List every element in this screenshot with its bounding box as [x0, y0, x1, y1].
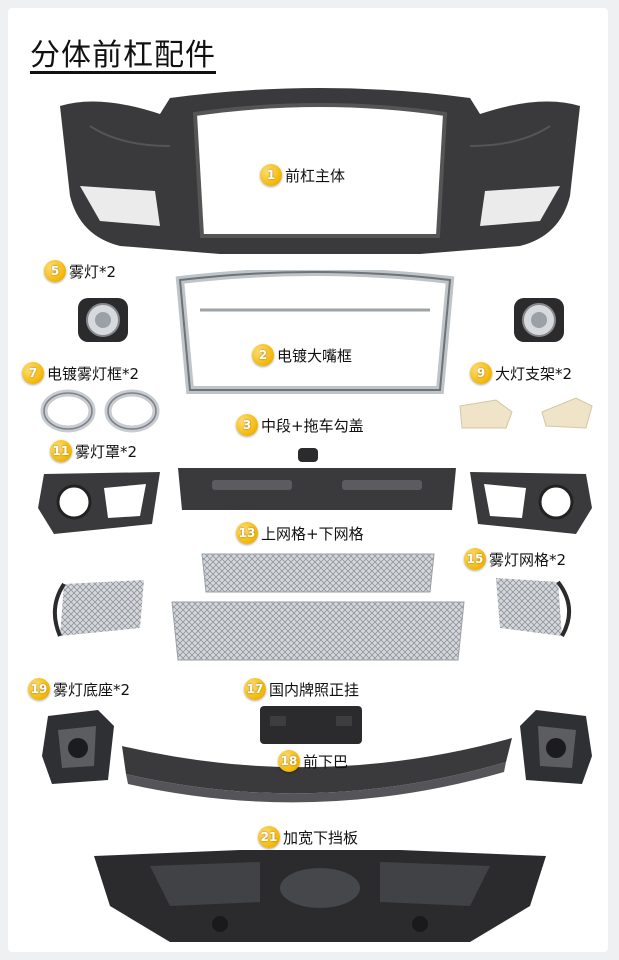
number-badge: 19 — [28, 678, 50, 700]
label-front-lip: 18 前下巴 — [278, 750, 348, 772]
number-badge: 7 — [22, 362, 44, 384]
label-text: 国内牌照正挂 — [269, 680, 360, 699]
label-text: 雾灯底座*2 — [53, 680, 131, 699]
number-badge: 5 — [44, 260, 66, 282]
label-text: 加宽下挡板 — [283, 828, 359, 847]
chrome-grille-frame-image — [170, 270, 460, 400]
label-text: 前下巴 — [303, 752, 349, 771]
label-license-mount: 17 国内牌照正挂 — [244, 678, 359, 700]
number-badge: 3 — [236, 414, 258, 436]
label-text: 电镀大嘴框 — [277, 346, 353, 365]
number-badge: 17 — [244, 678, 266, 700]
number-badge: 2 — [252, 344, 274, 366]
label-fog-base: 19 雾灯底座*2 — [28, 678, 130, 700]
label-chrome-fog-frame: 7 电镀雾灯框*2 — [22, 362, 139, 384]
label-text: 雾灯*2 — [69, 262, 117, 281]
chrome-fog-frames-image — [38, 388, 162, 434]
headlight-bracket-image — [456, 392, 596, 432]
fog-mesh-left-image — [44, 578, 150, 640]
label-text: 电镀雾灯框*2 — [47, 364, 140, 383]
label-fog-mesh: 15 雾灯网格*2 — [464, 548, 566, 570]
fog-cover-left-image — [34, 468, 168, 540]
number-badge: 9 — [470, 362, 492, 384]
label-text: 雾灯网格*2 — [489, 550, 567, 569]
number-badge: 18 — [278, 750, 300, 772]
middle-tow-cover-image — [172, 448, 462, 518]
label-fog-light: 5 雾灯*2 — [44, 260, 116, 282]
fog-base-right-image — [512, 706, 596, 788]
label-text: 前杠主体 — [285, 166, 346, 185]
number-badge: 11 — [50, 440, 72, 462]
label-fog-cover: 11 雾灯罩*2 — [50, 440, 137, 462]
label-headlight-bracket: 9 大灯支架*2 — [470, 362, 572, 384]
label-text: 中段+拖车勾盖 — [261, 416, 364, 435]
fog-light-right-image — [506, 292, 572, 348]
number-badge: 13 — [236, 522, 258, 544]
number-badge: 1 — [260, 164, 282, 186]
fog-light-left-image — [70, 292, 136, 348]
number-badge: 15 — [464, 548, 486, 570]
number-badge: 21 — [258, 826, 280, 848]
license-mount-image — [256, 702, 366, 748]
fog-cover-right-image — [462, 468, 596, 540]
front-lip-image — [116, 732, 516, 820]
label-text: 大灯支架*2 — [495, 364, 573, 383]
label-skid-plate: 21 加宽下挡板 — [258, 826, 358, 848]
label-bumper: 1 前杠主体 — [260, 164, 345, 186]
label-middle-tow-cover: 3 中段+拖车勾盖 — [236, 414, 364, 436]
product-sheet: 分体前杠配件 1 前杠主体 5 雾灯*2 — [8, 8, 608, 952]
label-text: 雾灯罩*2 — [75, 442, 138, 461]
label-text: 上网格+下网格 — [261, 524, 364, 543]
mesh-grille-image — [168, 550, 468, 666]
label-mesh-grille: 13 上网格+下网格 — [236, 522, 364, 544]
bumper-image — [60, 86, 580, 261]
label-chrome-grille-frame: 2 电镀大嘴框 — [252, 344, 352, 366]
fog-base-left-image — [38, 706, 122, 788]
skid-plate-image — [90, 846, 550, 946]
page-title: 分体前杠配件 — [30, 38, 216, 73]
fog-mesh-right-image — [492, 574, 582, 640]
